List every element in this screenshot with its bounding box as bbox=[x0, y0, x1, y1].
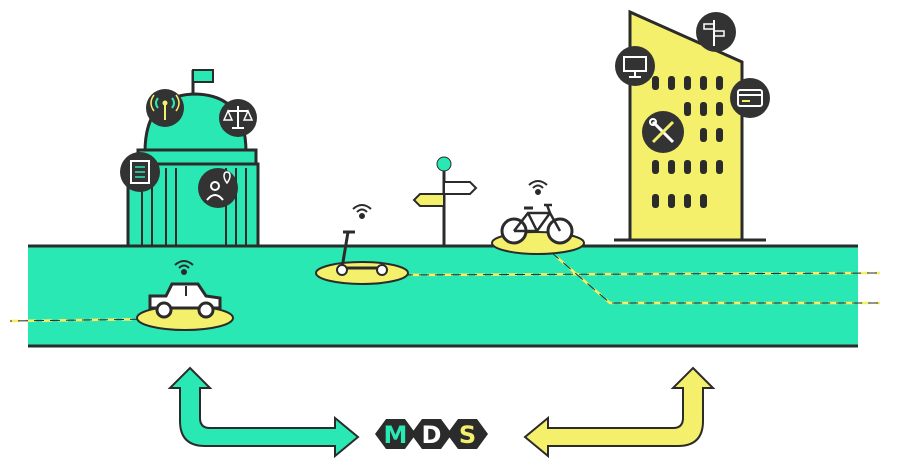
logo-letter-d: D bbox=[422, 421, 442, 449]
tools-icon bbox=[642, 111, 684, 153]
computer-monitor-icon bbox=[615, 46, 655, 86]
mds-logo: M D S bbox=[375, 419, 488, 449]
signal-tower-icon bbox=[146, 89, 184, 127]
document-icon bbox=[120, 152, 160, 192]
bicycle bbox=[492, 205, 584, 254]
bicycle-wifi-icon bbox=[529, 181, 547, 194]
logo-letter-m: M bbox=[384, 421, 408, 449]
person-location-icon bbox=[198, 168, 238, 208]
scales-icon bbox=[219, 99, 257, 137]
government-arrow bbox=[170, 368, 358, 456]
credit-card-icon bbox=[730, 78, 770, 118]
logo-letter-s: S bbox=[459, 421, 476, 449]
scooter-wifi-icon bbox=[353, 205, 371, 218]
company-arrow bbox=[525, 368, 713, 456]
signpost bbox=[414, 157, 476, 246]
street-sign-icon bbox=[696, 12, 736, 52]
